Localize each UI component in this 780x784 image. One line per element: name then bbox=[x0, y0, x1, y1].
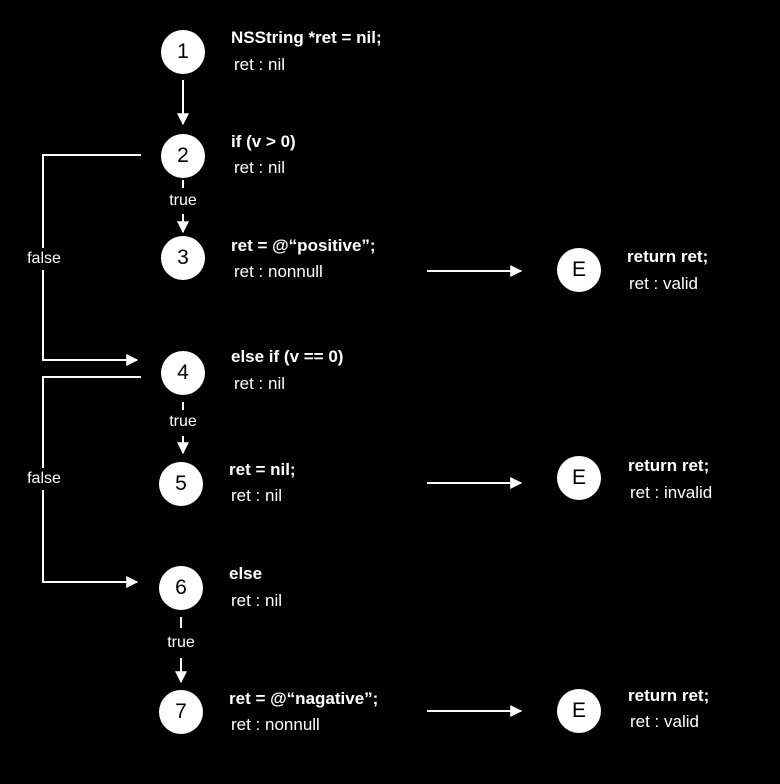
node-7-code: ret = @“nagative”; bbox=[229, 689, 379, 708]
exit-3-state: ret : valid bbox=[630, 712, 699, 731]
node-2: 2 bbox=[161, 134, 205, 178]
exit-node-2: E bbox=[557, 456, 601, 500]
exit-1-code: return ret; bbox=[627, 247, 709, 266]
node-3-code: ret = @“positive”; bbox=[231, 236, 376, 255]
exit-3-code: return ret; bbox=[628, 686, 710, 705]
node-7-state: ret : nonnull bbox=[231, 715, 320, 734]
node-5-code: ret = nil; bbox=[229, 460, 296, 479]
node-4: 4 bbox=[161, 351, 205, 395]
exit-2-code: return ret; bbox=[628, 456, 710, 475]
exit-1-state: ret : valid bbox=[629, 274, 698, 293]
node-4-code: else if (v == 0) bbox=[231, 347, 344, 366]
edge-label-true-4-5: true bbox=[169, 411, 197, 433]
node-2-code: if (v > 0) bbox=[231, 132, 296, 151]
node-6-code: else bbox=[229, 564, 263, 583]
node-6: 6 bbox=[159, 566, 203, 610]
edge-label-true-6-7: true bbox=[167, 632, 195, 654]
edge-label-false-4-6: false bbox=[27, 468, 61, 490]
node-1: 1 bbox=[161, 30, 205, 74]
node-6-state: ret : nil bbox=[231, 591, 283, 610]
node-7: 7 bbox=[159, 690, 203, 734]
edge-label-false-2-4: false bbox=[27, 248, 61, 270]
node-2-state: ret : nil bbox=[234, 158, 286, 177]
node-5-state: ret : nil bbox=[231, 486, 283, 505]
exit-node-3: E bbox=[557, 689, 601, 733]
node-1-code: NSString *ret = nil; bbox=[231, 28, 382, 47]
node-5: 5 bbox=[159, 462, 203, 506]
node-3: 3 bbox=[161, 236, 205, 280]
exit-node-1: E bbox=[557, 248, 601, 292]
node-3-state: ret : nonnull bbox=[234, 262, 323, 281]
node-4-state: ret : nil bbox=[234, 374, 286, 393]
edge-label-true-2-3: true bbox=[169, 190, 197, 212]
node-1-state: ret : nil bbox=[234, 55, 286, 74]
exit-2-state: ret : invalid bbox=[630, 483, 713, 502]
